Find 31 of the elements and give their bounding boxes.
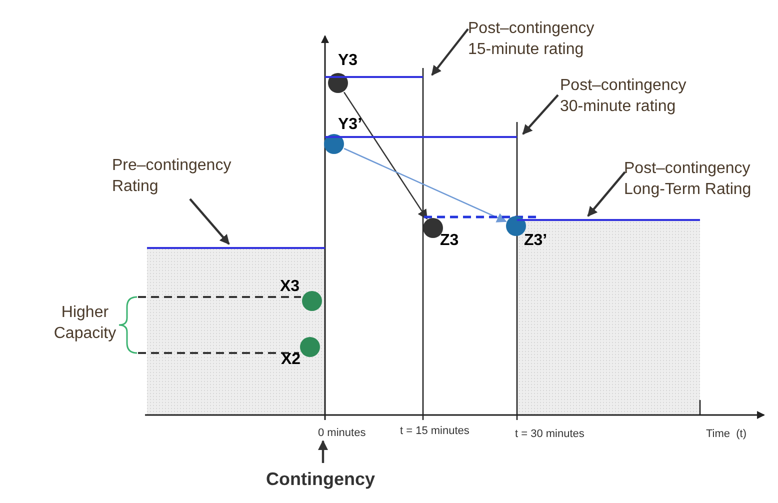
axis-label: Time (t) [706,427,747,442]
rating-line [325,76,423,78]
rating-line [325,136,517,138]
point-label: Y3’ [338,116,362,134]
arrow [344,148,507,222]
rating-line [517,219,700,221]
point-label: Z3’ [524,232,548,250]
leader-arrow [189,198,230,245]
data-point [328,73,348,93]
annotation-text: 0 minutes [318,426,367,441]
annotation-text: Contingency [266,468,376,491]
annotation-text: Higher Capacity [52,303,118,344]
annotation-text: Post–contingency 30-minute rating [560,76,688,117]
annotation-text: Post–contingency Long-Term Rating [624,159,752,200]
point-label: Y3 [338,52,358,70]
leader-arrow [587,171,626,217]
dashed-line [424,216,536,218]
axis-label: t = 30 minutes [515,427,584,442]
dashed-line [138,296,301,298]
leader-arrow [522,94,559,135]
point-label: X2 [281,351,301,369]
point-label: Z3 [440,232,459,250]
dashed-line [138,352,299,354]
point-label: X3 [280,278,300,296]
annotation-text: Post–contingency 15-minute rating [468,19,596,60]
arrow [343,92,428,220]
rating-line [147,247,325,249]
axis-label: t = 15 minutes [400,424,470,439]
leader-arrow [431,28,469,76]
annotation-text: Pre–contingency Rating [112,156,232,197]
leader-arrow [318,440,328,463]
